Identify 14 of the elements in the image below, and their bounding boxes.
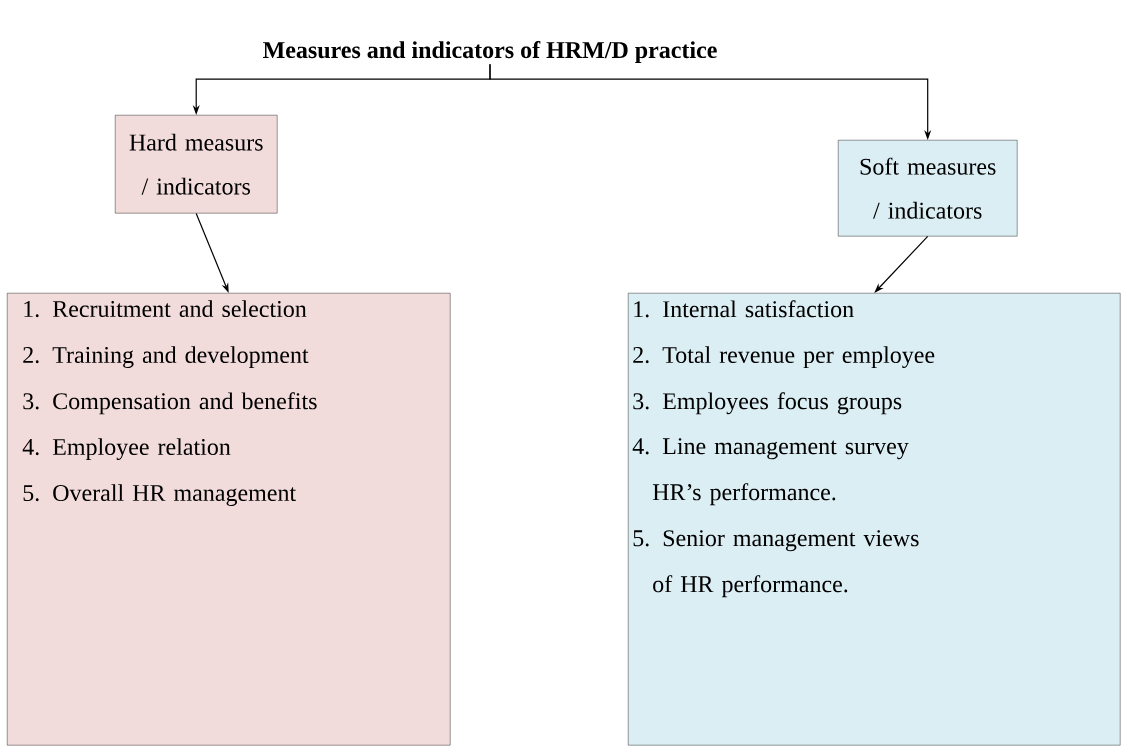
list-item: 3. Employees focus groups [633, 392, 902, 415]
list-item: 2. Total revenue per employee [633, 346, 935, 368]
category-box: Hard measurs / indicators [115, 115, 278, 214]
list-item: 2. Training and development [23, 346, 309, 368]
list-item: 4. Employee relation [22, 438, 231, 460]
list-item: 1. Recruitment and selection [24, 300, 307, 318]
list-item: 1. Internal satisfaction [634, 300, 854, 318]
arrow [874, 235, 929, 293]
list-item: 5. Senior management views of HR performance. [633, 530, 919, 598]
title: Measures and indicators of HRM/D practice [263, 41, 717, 63]
list-item: 5. Overall HR management [23, 484, 296, 506]
list-item: 4. Line management survey HR’s performance. [632, 438, 909, 506]
list-item: 3. Compensation and benefits [23, 392, 317, 415]
category-box: Soft measures / indicators [838, 140, 1018, 237]
